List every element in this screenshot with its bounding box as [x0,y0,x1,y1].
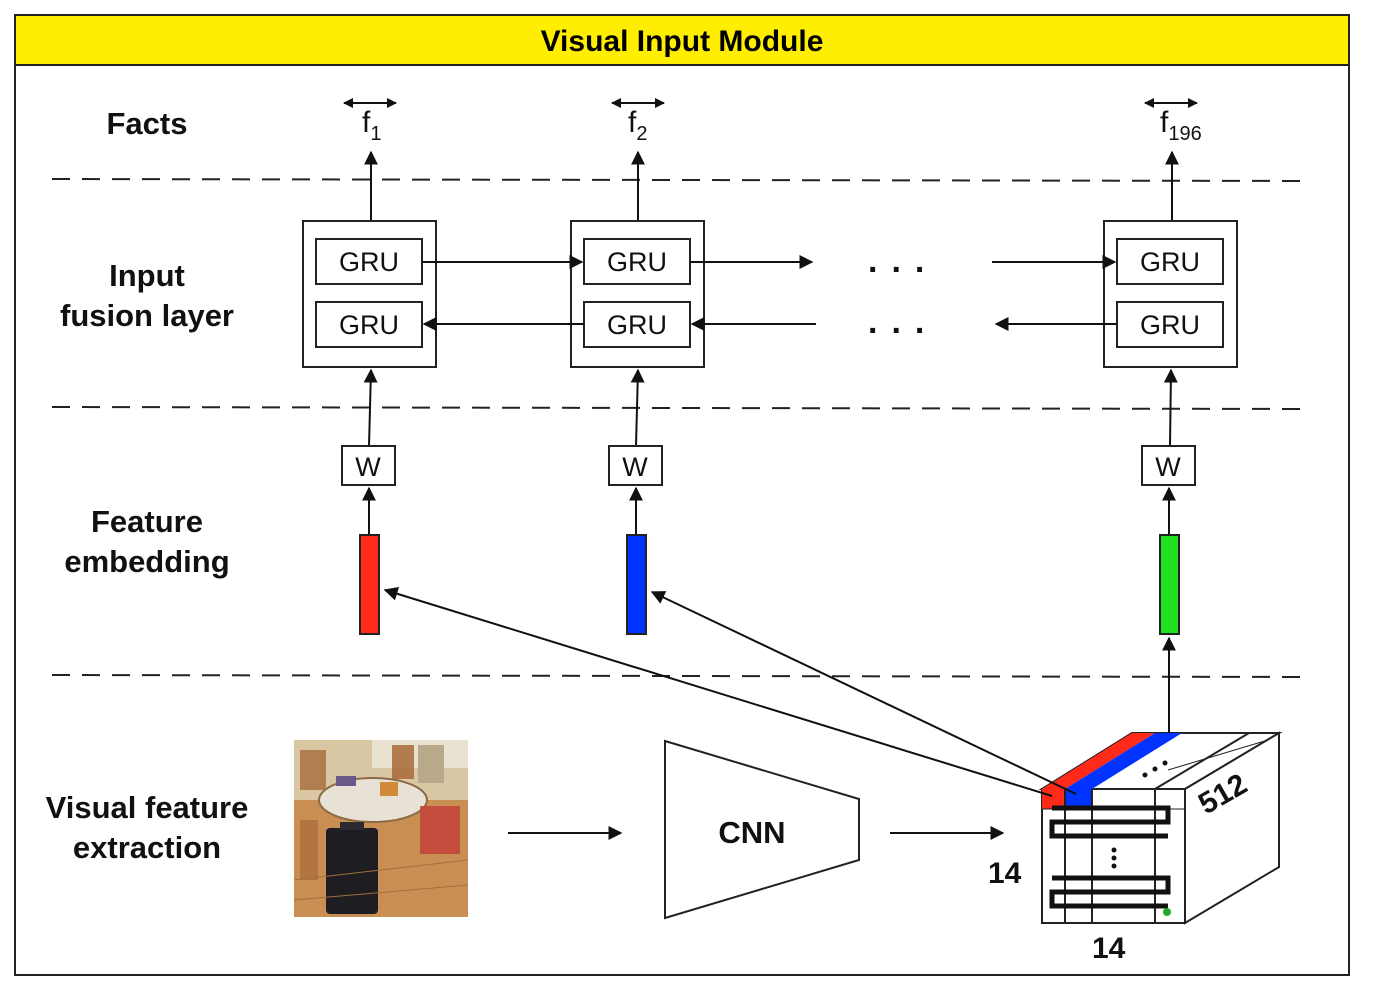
separator-3 [51,674,1313,678]
w-to-gru-2-arrow [630,368,645,447]
red-cell-to-feature-1-arrow [383,587,1053,797]
w-to-gru-196-arrow [1163,368,1178,447]
w-box-2-label: W [622,452,648,482]
facts-label: Facts [107,106,188,141]
feature-vector-1 [359,534,380,635]
feature-map-vertical-dots [1111,847,1117,869]
fact-196-subscript: 196 [1168,123,1201,145]
gru-forward-1 [315,238,423,285]
feature-map-blue-column [1065,733,1182,789]
w-box-196 [1141,445,1196,486]
module-title: Visual Input Module [541,25,824,58]
gru-backward-2-label: GRU [607,310,667,340]
feature-map-last-cell-dot [1163,908,1171,916]
input-fusion-label-line2: fusion layer [60,298,234,333]
room-photo-icon [293,740,469,917]
gru-forward-1-label: GRU [339,247,399,277]
feature-embedding-label-line2: embedding [64,544,229,579]
visual-extraction-label-line1: Visual feature [46,790,249,825]
gru-backward-1-label: GRU [339,310,399,340]
fact-2-subscript: 2 [636,123,647,145]
gru-forward-2-label: GRU [607,247,667,277]
fusion-column-196: f196 GRU GRU W [1103,98,1238,635]
gru-backward-196 [1116,301,1224,348]
separator-2 [51,406,1313,410]
fact-1: f1 [362,106,381,145]
input-fusion-label-line1: Input [109,258,185,293]
cnn-block [664,739,860,920]
fact-2: f2 [628,106,647,145]
row-separators [51,178,1313,678]
feature-vector-2 [626,534,647,635]
separator-1 [51,178,1313,182]
fact-196-base: f [1160,106,1169,139]
feature-vector-196 [1159,534,1180,635]
backward-ellipsis: ... [868,303,938,341]
width-dimension-label: 14 [1092,932,1126,965]
cnn-label: CNN [718,815,785,850]
height-dimension-label: 14 [988,857,1022,890]
w-box-1 [341,445,396,486]
w-box-2 [608,445,663,486]
feature-map-cube [1038,731,1283,925]
feature-embedding-label-line1: Feature [91,504,203,539]
title-bar [14,14,1350,66]
visual-extraction-label-line2: extraction [73,830,221,865]
w-box-1-label: W [355,452,381,482]
feature-map-scan-path [1049,805,1171,909]
feature-map-top-dots [1142,760,1168,778]
w-box-196-label: W [1155,452,1181,482]
fusion-column-1: f1 GRU GRU W [302,98,437,635]
w-to-gru-1-arrow [363,368,378,447]
fusion-column-2: f2 GRU GRU W [570,98,705,635]
forward-ellipsis: ... [868,242,938,280]
gru-recurrent-arrows [422,255,1117,331]
fact-196: f196 [1160,106,1202,145]
featuremap-to-embedding-arrows [383,587,1176,797]
fact-2-base: f [628,106,637,139]
feature-map-blue-cell [1065,789,1092,809]
blue-cell-to-feature-2-arrow [650,591,1077,795]
gru-forward-196 [1116,238,1224,285]
fact-1-subscript: 1 [370,123,381,145]
fact-1-base: f [362,106,371,139]
feature-map-red-column [1042,733,1155,789]
gru-forward-196-label: GRU [1140,247,1200,277]
gru-backward-196-label: GRU [1140,310,1200,340]
gru-backward-1 [315,301,423,348]
